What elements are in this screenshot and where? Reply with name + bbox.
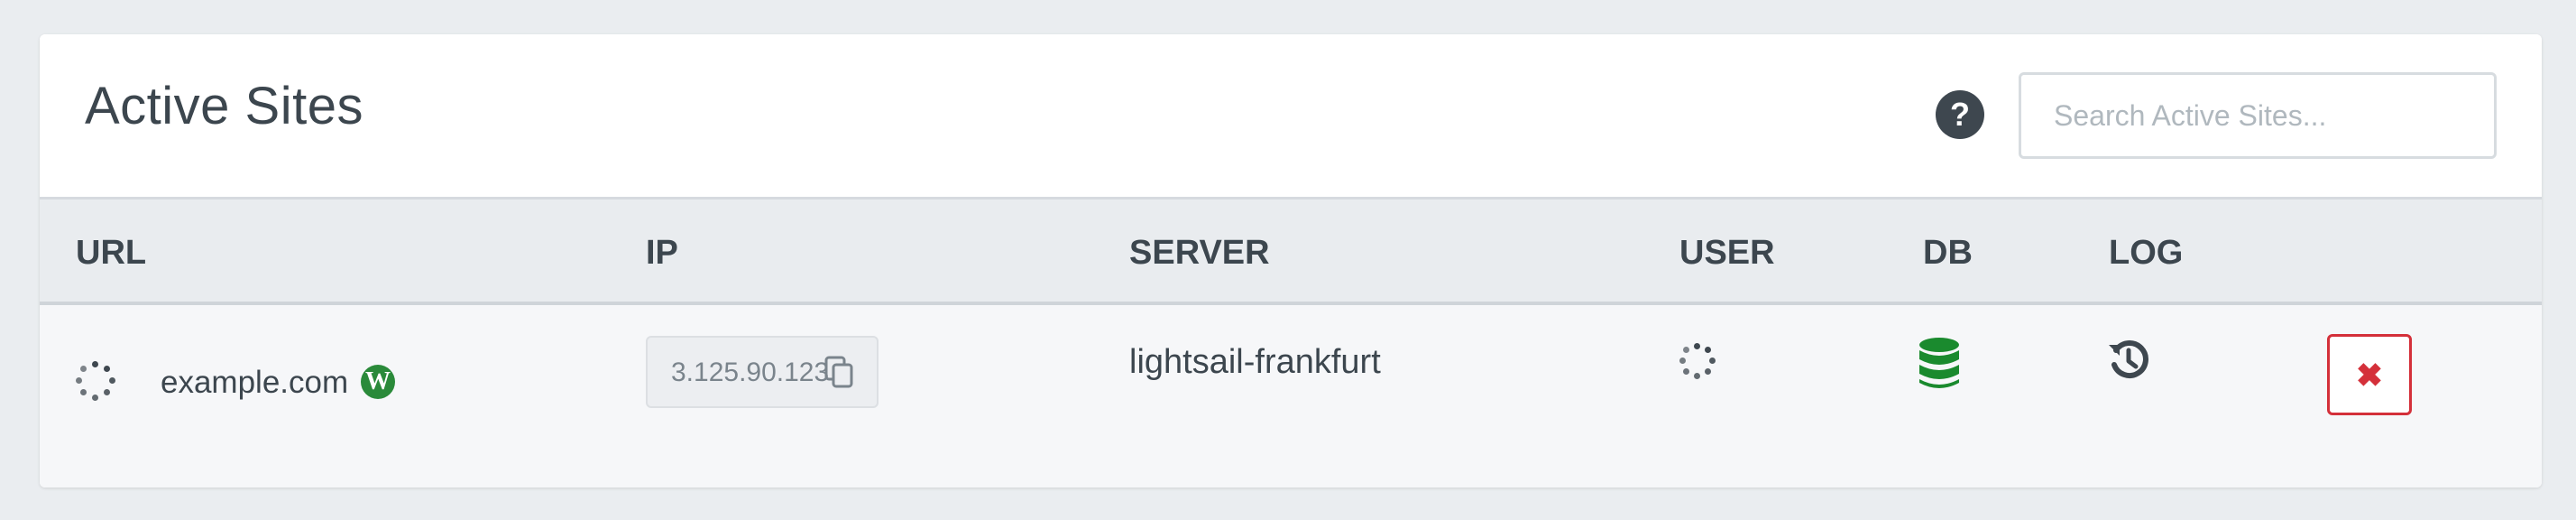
site-url-link[interactable]: example.com xyxy=(161,365,349,400)
help-icon[interactable]: ? xyxy=(1936,90,1984,139)
column-header-server[interactable]: SERVER xyxy=(1129,234,1270,272)
table-body: example.com W 3.125.90.123 lightsail-fra… xyxy=(40,305,2542,488)
delete-site-button[interactable]: ✖ xyxy=(2327,334,2412,415)
server-name: lightsail-frankfurt xyxy=(1129,343,1381,381)
ip-address: 3.125.90.123 xyxy=(671,358,830,387)
user-loading-spinner-icon xyxy=(1679,343,1716,379)
column-header-log[interactable]: LOG xyxy=(2109,234,2184,272)
card-header: Active Sites ? xyxy=(40,34,2542,197)
active-sites-card: Active Sites ? URL IP SERVER USER DB LOG… xyxy=(40,34,2542,488)
ip-copy-box[interactable]: 3.125.90.123 xyxy=(646,336,879,408)
loading-spinner-icon xyxy=(76,361,115,401)
search-input[interactable] xyxy=(2019,72,2497,159)
database-icon[interactable] xyxy=(1918,338,1961,390)
column-header-db[interactable]: DB xyxy=(1923,234,1973,272)
page-title: Active Sites xyxy=(85,77,363,135)
column-header-url[interactable]: URL xyxy=(76,234,147,272)
table-header: URL IP SERVER USER DB LOG xyxy=(40,197,2542,305)
history-icon[interactable] xyxy=(2107,338,2150,381)
wordpress-icon: W xyxy=(361,365,395,399)
column-header-user[interactable]: USER xyxy=(1679,234,1775,272)
copy-icon[interactable] xyxy=(824,356,855,390)
column-header-ip[interactable]: IP xyxy=(646,234,678,272)
